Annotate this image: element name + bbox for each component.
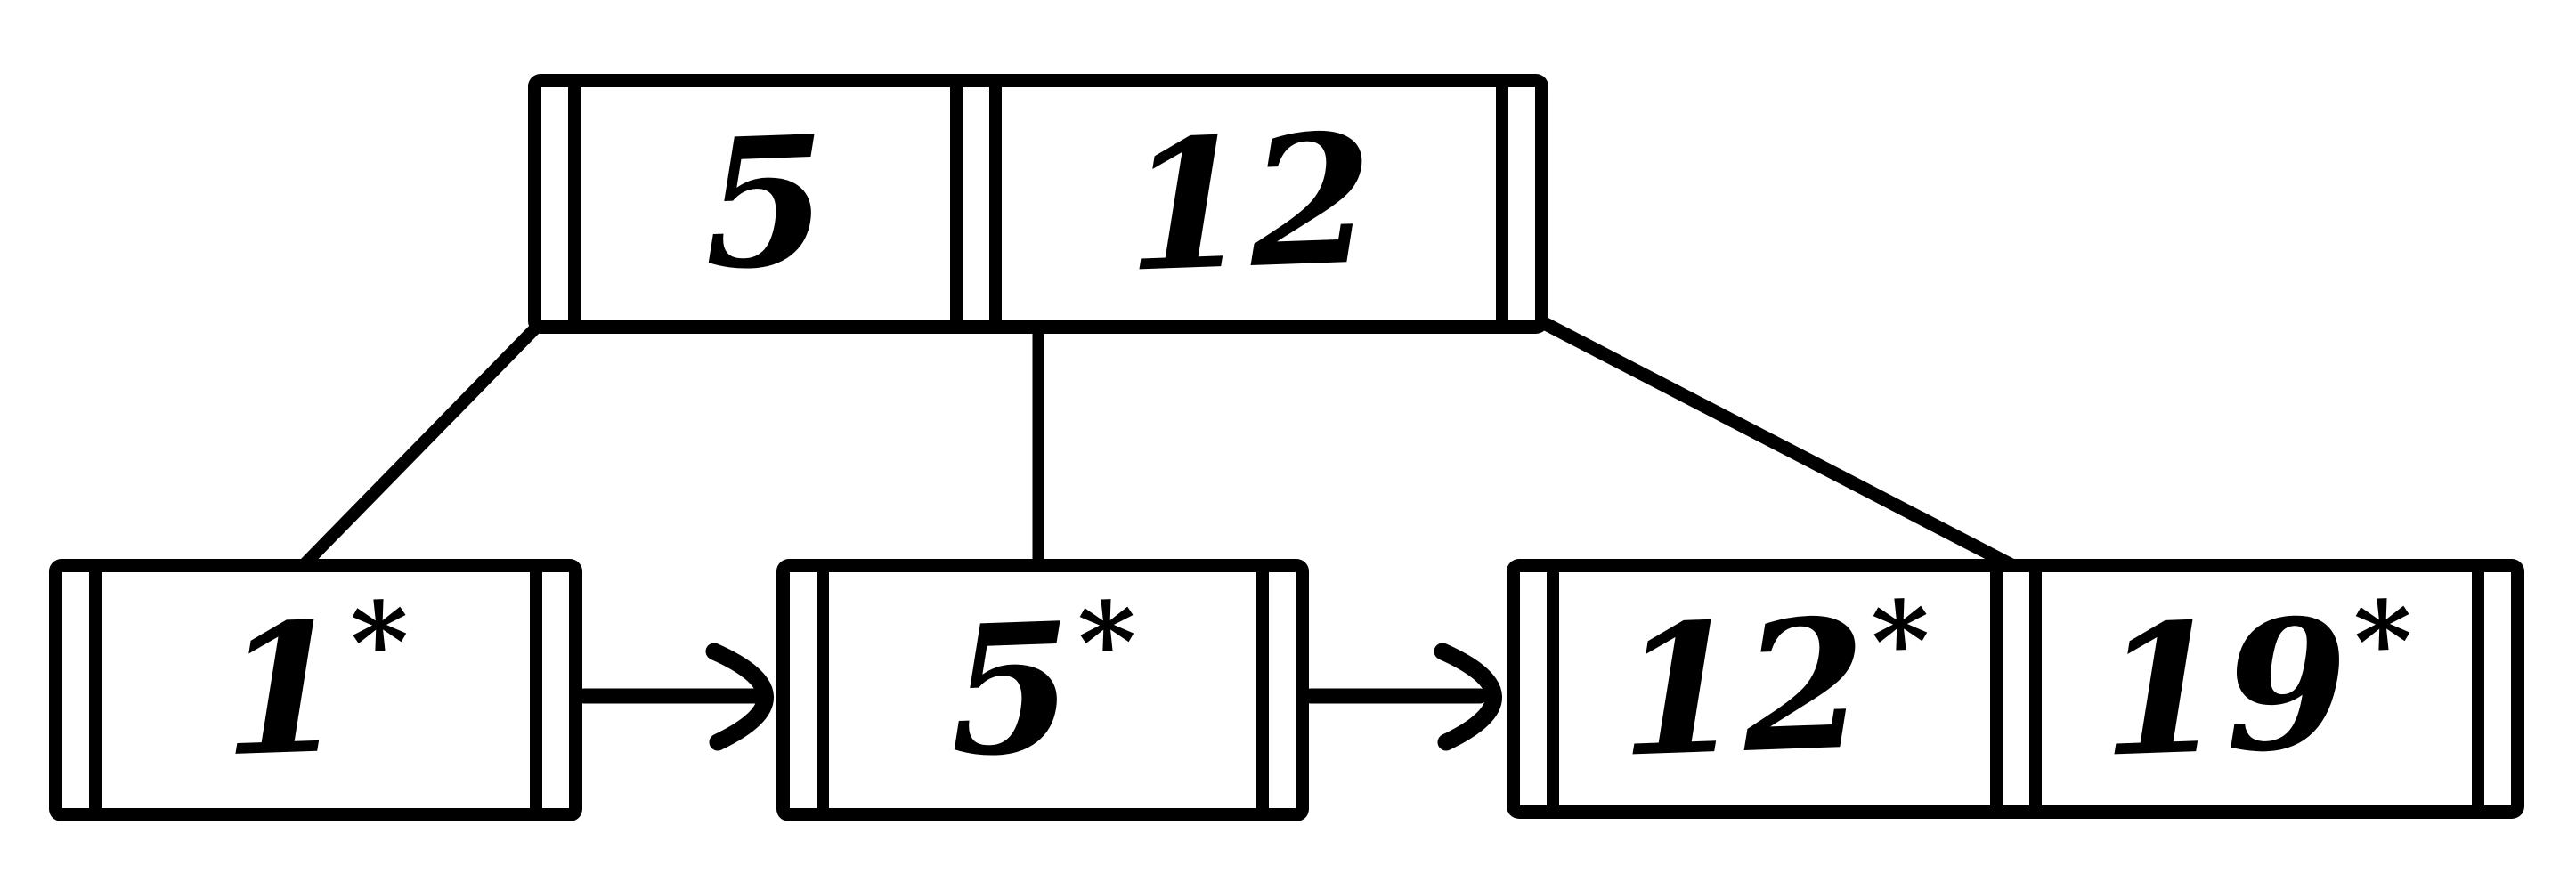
leaf1-pointer-slot-right bbox=[530, 572, 569, 808]
leaf2-pointer-slot-left bbox=[790, 572, 829, 808]
leaf2-entry-star: * bbox=[1076, 577, 1139, 710]
root-key-cell-2: 12 bbox=[1002, 87, 1496, 320]
root-pointer-slot-right bbox=[1496, 87, 1535, 320]
root-node: 5 12 bbox=[528, 74, 1548, 334]
leaf2-entry-cell: 5 * bbox=[829, 572, 1256, 808]
leaf3-entry2-star: * bbox=[2352, 576, 2415, 708]
leaf-link-arrow-1 bbox=[576, 643, 774, 751]
leaf-link-arrow-2 bbox=[1303, 643, 1502, 751]
root-key-2: 12 bbox=[1121, 94, 1377, 312]
leaf3-entry-cell-2: 19 * bbox=[2042, 572, 2473, 805]
leaf3-entry-cell-1: 12 * bbox=[1559, 572, 1990, 805]
leaf-node-1: 1 * bbox=[49, 559, 582, 821]
leaf3-pointer-slot-left bbox=[1520, 572, 1559, 805]
leaf-node-2: 5 * bbox=[776, 559, 1309, 821]
root-key-1: 5 bbox=[700, 96, 832, 311]
root-pointer-slot-middle bbox=[950, 87, 1003, 320]
leaf1-entry-value: 1 bbox=[218, 583, 350, 797]
leaf1-pointer-slot-left bbox=[62, 572, 102, 808]
edge-root-to-leaf1 bbox=[297, 320, 544, 572]
leaf2-entry-value: 5 bbox=[945, 583, 1077, 797]
root-key-cell-1: 5 bbox=[581, 87, 950, 320]
leaf3-entry1-star: * bbox=[1869, 576, 1933, 708]
root-pointer-slot-left bbox=[541, 87, 581, 320]
leaf3-pointer-slot-middle bbox=[1989, 572, 2042, 805]
leaf2-pointer-slot-right bbox=[1256, 572, 1296, 808]
leaf1-entry-star: * bbox=[348, 577, 412, 710]
leaf3-pointer-slot-right bbox=[2472, 572, 2511, 805]
leaf3-entry1-value: 12 bbox=[1614, 579, 1871, 797]
leaf-node-3: 12 * 19 * bbox=[1507, 559, 2524, 819]
leaf3-entry2-value: 19 bbox=[2097, 579, 2353, 797]
edge-root-to-leaf3 bbox=[1539, 317, 2022, 574]
leaf1-entry-cell: 1 * bbox=[102, 572, 530, 808]
